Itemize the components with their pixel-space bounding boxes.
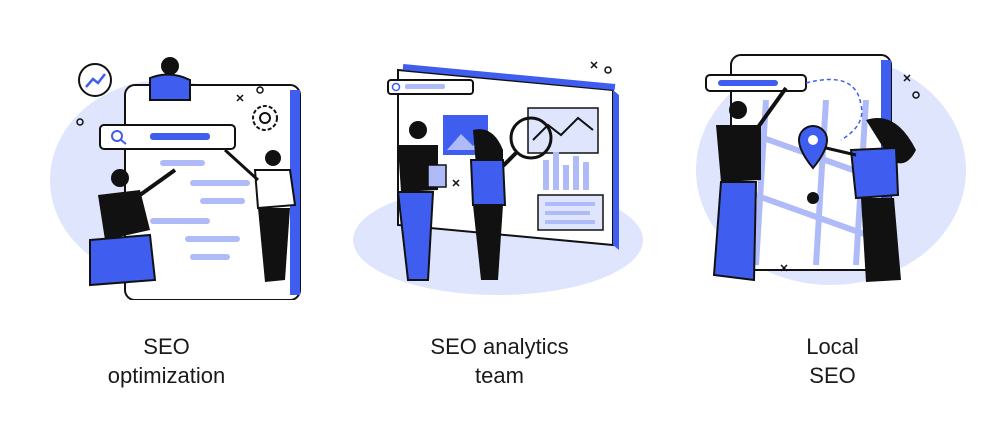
panel-seo-optimization: SEO optimization [0,0,333,429]
search-icon [111,130,127,145]
person-top [149,57,191,101]
person-standing [223,148,297,282]
panel-seo-analytics-team: SEO analytics team [333,0,666,429]
local-seo-illustration [696,54,966,285]
magnifier-icon [501,116,553,168]
content-lines [150,160,250,260]
search-icon [391,82,401,92]
sparkles [780,74,920,272]
caption-line: SEO analytics [430,334,569,359]
route-path [805,78,863,141]
person-man [712,86,788,282]
panel-local-seo: Local SEO [666,0,999,429]
caption-seo-analytics-team: SEO analytics team [333,332,666,390]
seo-analytics-illustration [353,61,643,295]
caption-line: team [475,363,524,388]
caption-line: SEO [809,363,856,388]
bar-chart-icon [543,152,589,190]
person-woman [825,118,916,282]
sparkles [76,86,264,126]
map-pin-icon [797,125,829,204]
caption-line: Local [806,334,859,359]
caption-local-seo: Local SEO [666,332,999,390]
phone-edge [290,90,300,295]
gear-icon [252,105,278,131]
caption-line: optimization [107,363,226,388]
person-analyst-left [396,121,447,281]
sparkles [452,61,612,187]
caption-line: SEO [143,334,190,359]
person-kneeling [89,168,177,287]
caption-seo-optimization: SEO optimization [0,332,333,390]
line-chart-icon [527,107,599,154]
person-analyst-right [469,129,507,280]
seo-optimization-illustration [50,57,301,300]
trend-up-icon [78,63,112,97]
